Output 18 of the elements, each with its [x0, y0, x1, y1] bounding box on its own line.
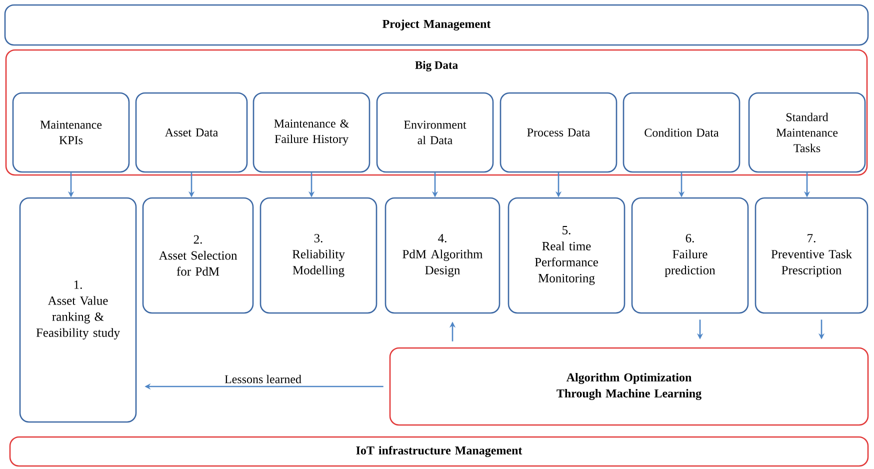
process-box: 3. Reliability Modelling	[260, 197, 378, 314]
process-box: 5. Real time Performance Monitoring	[508, 197, 626, 314]
process-box: 4. PdM Algorithm Design	[384, 197, 500, 314]
process-box: 2. Asset Selection for PdM	[142, 197, 254, 314]
data-box: Environment al Data	[376, 92, 494, 173]
banner-box: IoT infrastructure Management	[9, 436, 869, 467]
data-box: Condition Data	[622, 92, 740, 173]
process-box: Algorithm Optimization Through Machine Learning	[389, 347, 869, 426]
data-box: Maintenance & Failure History	[252, 92, 370, 173]
data-box: Standard Maintenance Tasks	[748, 92, 866, 173]
banner-box: Project Management	[4, 4, 869, 46]
data-box: Maintenance KPIs	[12, 92, 130, 173]
process-box: 7. Preventive Task Prescription	[754, 197, 868, 314]
process-box: 1. Asset Value ranking & Feasibility study	[19, 197, 137, 423]
data-box: Process Data	[500, 92, 618, 173]
edge-label: Lessons learned	[224, 374, 302, 384]
data-box: Asset Data	[135, 92, 248, 173]
process-box: 6. Failure prediction	[631, 197, 749, 314]
